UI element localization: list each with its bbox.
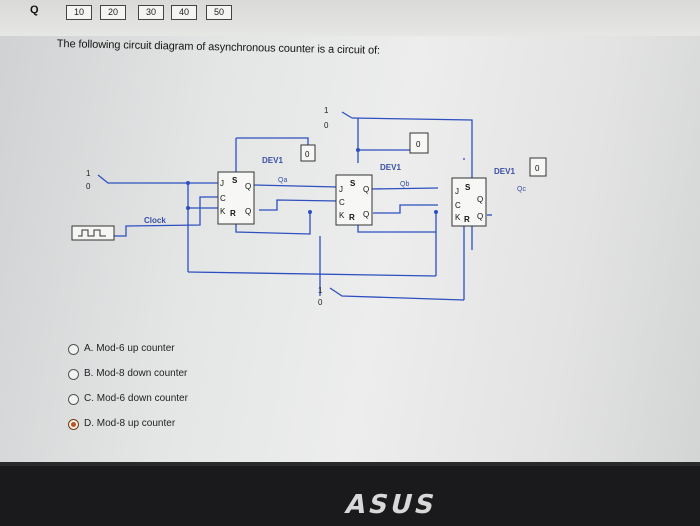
ff2-q-pin: Q [363,185,369,194]
ff1-output-value: 0 [305,150,310,159]
ff2-qbar-pin: Q [363,210,369,219]
top-input-one[interactable]: 1 [324,106,329,115]
nav-q-label: Q [30,4,39,16]
clock-label: Clock [144,216,166,225]
ff3-s-pin: S [465,183,471,192]
ff3-k-pin: K [455,213,461,222]
ff2-j-pin: J [339,185,343,194]
question-button-2[interactable]: 20 [100,5,126,20]
ff1-q-pin: Q [245,182,251,191]
ff3-output-label: Qc [517,186,526,193]
ff3-j-pin: J [455,187,459,196]
flipflop-2: J S Q C K R Q [335,174,373,226]
ff1-output-label: Qa [278,177,287,184]
left-input-zero[interactable]: 0 [86,182,91,191]
ff3-output-display [529,157,547,177]
ff1-device-label: DEV1 [262,156,283,165]
bottom-input-one[interactable]: 1 [318,286,323,295]
laptop-bezel: ASUS [0,462,700,526]
ff2-output-label: Qb [400,181,409,188]
ff1-c-pin: C [220,194,226,203]
circuit-diagram: 1 0 1 0 1 0 Clock J S Q C K R Q DEV1 Qa … [71,106,547,307]
clock-source[interactable] [71,225,115,241]
question-button-3[interactable]: 30 [138,5,164,20]
brand-logo: ASUS [342,490,441,520]
option-c-label: C. Mod-6 down counter [84,393,188,404]
option-c-radio[interactable] [68,394,79,405]
ff2-r-pin: R [349,213,355,222]
option-d-radio[interactable] [68,419,79,430]
screen: Q 10 20 30 40 50 The following circuit d… [0,0,700,462]
ff2-s-pin: S [350,179,356,188]
left-input-one[interactable]: 1 [86,169,91,178]
flipflop-3: J S Q C K R Q [451,177,487,227]
ff3-output-value: 0 [535,164,540,173]
ff2-k-pin: K [339,211,345,220]
flipflop-1: J S Q C K R Q [217,171,255,225]
top-input-zero[interactable]: 0 [324,121,329,130]
ff1-k-pin: K [220,207,226,216]
ff2-output-display [409,132,429,154]
ff1-output-display [300,144,316,162]
ff3-c-pin: C [455,201,461,210]
option-b-label: B. Mod-8 down counter [84,368,188,379]
option-a-radio[interactable] [68,344,79,355]
ff2-output-value: 0 [416,140,421,149]
ff3-qbar-pin: Q [477,212,483,221]
ff3-q-pin: Q [477,195,483,204]
bezel-edge [0,462,700,466]
ff2-c-pin: C [339,198,345,207]
ff2-device-label: DEV1 [380,163,401,172]
option-d-label: D. Mod-8 up counter [84,418,176,429]
ff3-r-pin: R [464,215,470,224]
ff1-s-pin: S [232,176,238,185]
ff3-device-label: DEV1 [494,167,515,176]
question-navbar: Q 10 20 30 40 50 [0,0,700,36]
question-button-5[interactable]: 50 [206,5,232,20]
option-a-label: A. Mod-6 up counter [84,343,175,354]
ff1-qbar-pin: Q [245,207,251,216]
question-button-4[interactable]: 40 [171,5,197,20]
option-b-radio[interactable] [68,369,79,380]
ff1-j-pin: J [220,179,224,188]
ff1-r-pin: R [230,209,236,218]
bottom-input-zero[interactable]: 0 [318,298,323,307]
question-button-1[interactable]: 10 [66,5,92,20]
